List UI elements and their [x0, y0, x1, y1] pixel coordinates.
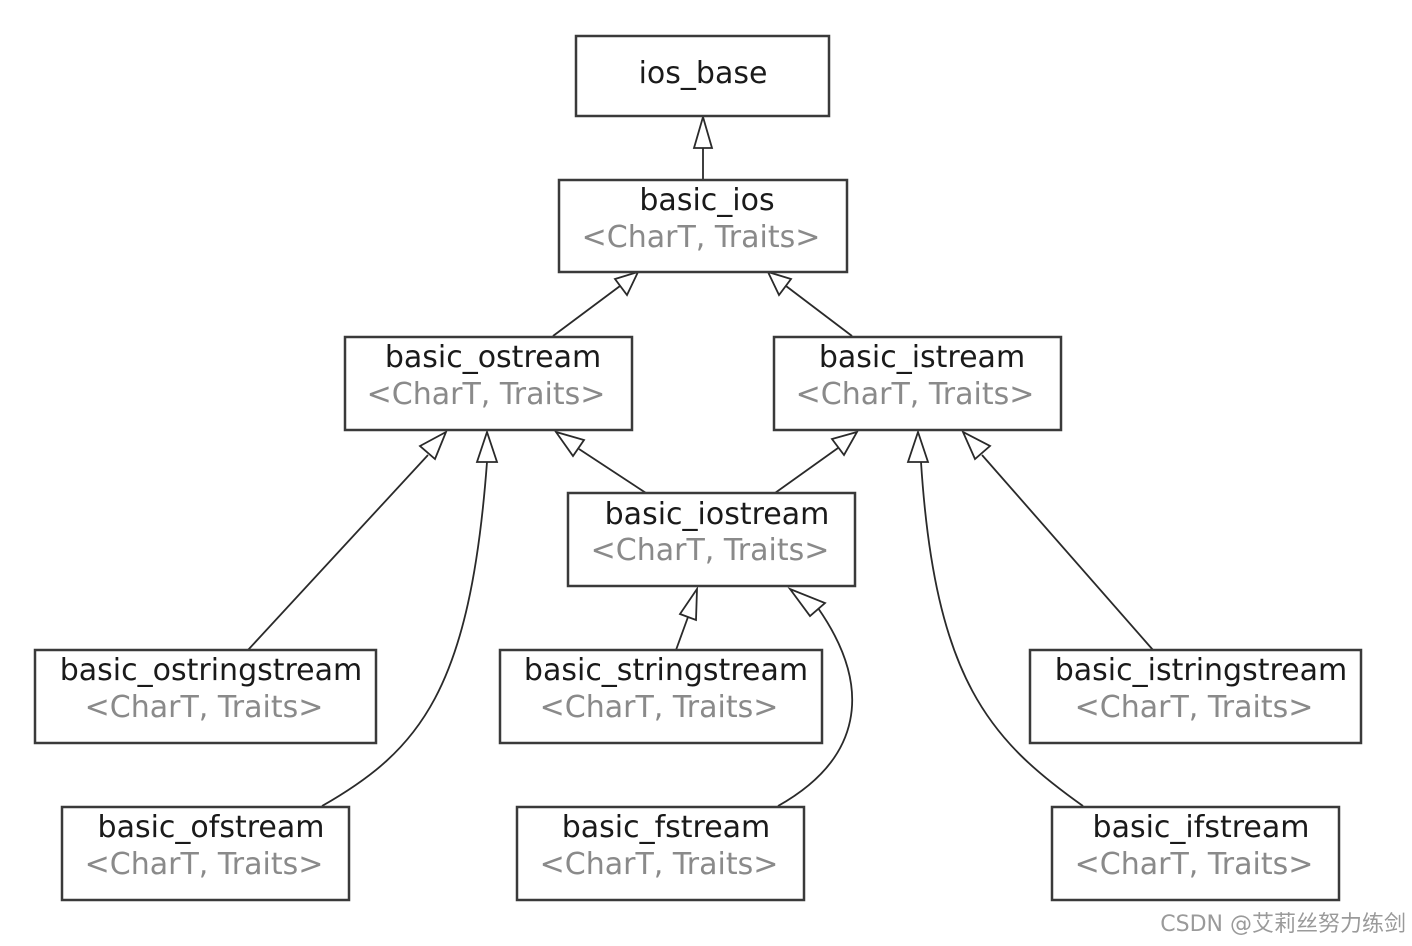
class-name: basic_ifstream	[1093, 810, 1310, 845]
template-params: <CharT, Traits>	[85, 690, 324, 725]
template-params: <CharT, Traits>	[540, 690, 779, 725]
class-node-basic_ofstream: basic_ofstream <CharT, Traits>	[60, 805, 351, 902]
edge-basic_ofstream-to-basic_ostream	[321, 461, 488, 807]
edge-basic_istream-to-basic_ios	[785, 285, 853, 337]
class-name: basic_ostream	[385, 340, 601, 375]
template-params: <CharT, Traits>	[1075, 847, 1314, 882]
arrowhead-ios_base	[692, 113, 714, 149]
arrowhead-basic_ios-left	[613, 270, 640, 297]
class-node-basic_ios: basic_ios <CharT, Traits>	[557, 178, 849, 274]
class-name: ios_base	[639, 56, 768, 91]
template-params: <CharT, Traits>	[1075, 690, 1314, 725]
template-params: <CharT, Traits>	[540, 847, 779, 882]
class-name: basic_istream	[819, 340, 1025, 375]
edge-basic_iostream-to-basic_istream	[774, 447, 839, 494]
template-params: <CharT, Traits>	[367, 377, 606, 412]
edge-basic_ifstream-to-basic_istream	[920, 461, 1084, 807]
arrowhead-basic_istream-left	[830, 430, 859, 457]
watermark: CSDN @艾莉丝努力练剑	[1160, 912, 1406, 937]
edge-basic_stringstream-to-basic_iostream	[675, 616, 689, 651]
class-node-basic_ostream: basic_ostream <CharT, Traits>	[343, 335, 634, 432]
arrowhead-basic_istream-right	[961, 430, 992, 461]
class-name: basic_iostream	[605, 497, 830, 532]
class-node-basic_stringstream: basic_stringstream <CharT, Traits>	[498, 648, 824, 745]
class-node-basic_fstream: basic_fstream <CharT, Traits>	[515, 805, 806, 902]
template-params: <CharT, Traits>	[85, 847, 324, 882]
edge-basic_fstream-to-basic_iostream	[777, 607, 854, 807]
arrowhead-basic_ostream-center	[475, 429, 499, 463]
inheritance-edges	[247, 113, 1154, 807]
template-params: <CharT, Traits>	[796, 377, 1035, 412]
class-name: basic_ios	[639, 183, 774, 218]
edge-basic_ostringstream-to-basic_ostream	[247, 454, 429, 651]
arrowhead-basic_ostream-left	[418, 430, 448, 461]
arrowhead-basic_iostream-left	[678, 585, 698, 622]
class-node-basic_ifstream: basic_ifstream <CharT, Traits>	[1050, 805, 1341, 902]
class-node-basic_ostringstream: basic_ostringstream <CharT, Traits>	[33, 648, 378, 745]
edge-basic_ostream-to-basic_ios	[552, 285, 621, 337]
edge-basic_istringstream-to-basic_istream	[981, 454, 1154, 651]
class-name: basic_ofstream	[98, 810, 325, 845]
arrowhead-basic_istream-center	[906, 429, 930, 463]
template-params: <CharT, Traits>	[591, 533, 830, 568]
template-params: <CharT, Traits>	[582, 220, 821, 255]
class-node-basic_iostream: basic_iostream <CharT, Traits>	[566, 491, 857, 588]
arrowhead-basic_ostream-right	[553, 430, 586, 458]
arrowhead-basic_ios-right	[766, 270, 793, 297]
class-name: basic_fstream	[562, 810, 771, 845]
class-name: basic_istringstream	[1055, 653, 1347, 688]
class-node-ios_base: ios_base	[574, 34, 831, 118]
edge-basic_iostream-to-basic_ostream	[578, 448, 647, 494]
class-name: basic_stringstream	[524, 653, 808, 688]
class-name: basic_ostringstream	[60, 653, 363, 688]
class-node-basic_istream: basic_istream <CharT, Traits>	[772, 335, 1063, 432]
class-node-basic_istringstream: basic_istringstream <CharT, Traits>	[1028, 648, 1363, 745]
arrowhead-basic_iostream-right	[787, 586, 827, 618]
